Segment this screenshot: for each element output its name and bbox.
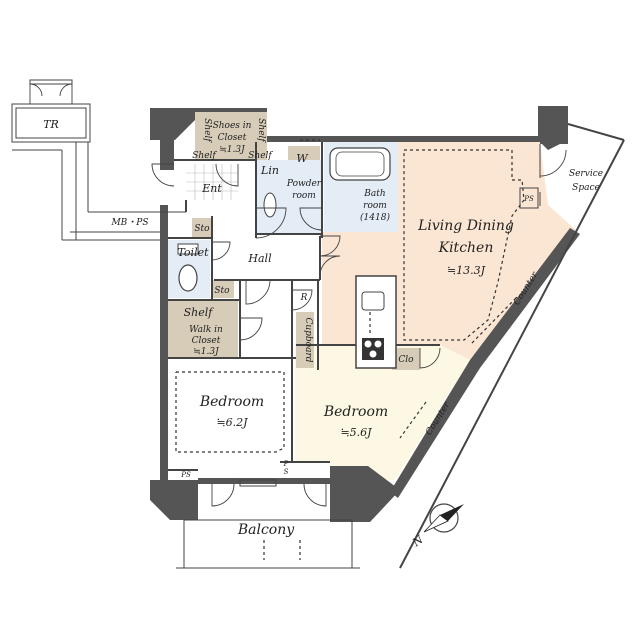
mb-ps-label: MB・PS bbox=[110, 218, 148, 228]
clo-area bbox=[392, 348, 420, 370]
balcony bbox=[176, 519, 360, 569]
shelf-small-left: Shelf bbox=[192, 151, 217, 161]
north-arrow-icon bbox=[423, 503, 464, 533]
bathtub bbox=[329, 147, 391, 181]
ps-label-upper: PS bbox=[523, 195, 534, 203]
sto-label-lower: Sto bbox=[214, 286, 230, 296]
walkin-shelf-label: Shelf bbox=[184, 306, 215, 319]
r-label: R bbox=[300, 293, 308, 303]
stove bbox=[362, 338, 384, 360]
shelf-label-left: Shelf bbox=[202, 118, 212, 143]
toilet-bowl bbox=[178, 264, 198, 292]
cupboard-area bbox=[296, 312, 314, 368]
bath-room-line3: (1418) bbox=[360, 212, 390, 223]
sto-area-upper bbox=[192, 218, 212, 238]
walkin-closet-area bbox=[168, 300, 238, 358]
sto-label-upper: Sto bbox=[194, 224, 210, 234]
shelf-label-right: Shelf bbox=[256, 118, 266, 143]
p-s-label-line2: S bbox=[284, 468, 289, 476]
tr-corridor bbox=[11, 79, 186, 241]
doors bbox=[151, 149, 567, 507]
bedroom1-name: Bedroom bbox=[199, 394, 264, 410]
ldk-name-line1: Living Dining bbox=[417, 218, 514, 234]
ps-label-lower: PS bbox=[180, 471, 191, 479]
service-space-line1: Service bbox=[569, 169, 603, 179]
bedroom2-name: Bedroom bbox=[323, 404, 388, 420]
ldk-area-label: ≒13.3J bbox=[447, 264, 486, 277]
kitchen-sink bbox=[361, 291, 385, 311]
outer-walls bbox=[150, 106, 580, 522]
sto-area-lower bbox=[212, 280, 234, 298]
tr-label: TR bbox=[43, 118, 59, 131]
ldk-name-line2: Kitchen bbox=[438, 240, 494, 256]
powder-room-line1: Powder bbox=[286, 179, 322, 189]
ent-label: Ent bbox=[201, 182, 222, 195]
interior-walls bbox=[168, 142, 440, 471]
shoes-closet-line2: Closet bbox=[218, 133, 247, 143]
clo-label: Clo bbox=[398, 355, 414, 365]
bath-room-line1: Bath bbox=[363, 189, 385, 199]
balcony-label: Balcony bbox=[237, 522, 295, 538]
walkin-closet-line2: Closet bbox=[192, 336, 221, 346]
bedroom2-area bbox=[295, 345, 470, 480]
shoes-closet-line3: ≒1.3J bbox=[219, 145, 246, 155]
bedroom1-area: ≒6.2J bbox=[216, 416, 248, 429]
walkin-closet-line3: ≒1.3J bbox=[193, 347, 220, 357]
shoes-closet-line1: Shoes in bbox=[213, 121, 252, 131]
walkin-closet-line1: Walk in bbox=[189, 325, 223, 335]
w-label: W bbox=[296, 152, 309, 165]
dashed-outlines bbox=[175, 139, 525, 560]
cupboard-label: Cupboard bbox=[303, 317, 313, 362]
hall-label: Hall bbox=[247, 252, 272, 265]
bedroom1-area bbox=[168, 358, 292, 478]
entrance-tile-grid bbox=[186, 164, 238, 200]
toilet-label: Toilet bbox=[177, 246, 209, 259]
shelf-small-right: Shelf bbox=[248, 151, 273, 161]
p-s-label-line1: P bbox=[283, 460, 289, 468]
washbasin bbox=[263, 192, 277, 218]
lin-label: Lin bbox=[260, 164, 279, 177]
bedroom2-area: ≒5.6J bbox=[340, 426, 372, 439]
powder-room-line2: room bbox=[292, 191, 316, 201]
service-space-line2: Space bbox=[572, 183, 600, 193]
bath-room-line2: room bbox=[363, 201, 387, 211]
